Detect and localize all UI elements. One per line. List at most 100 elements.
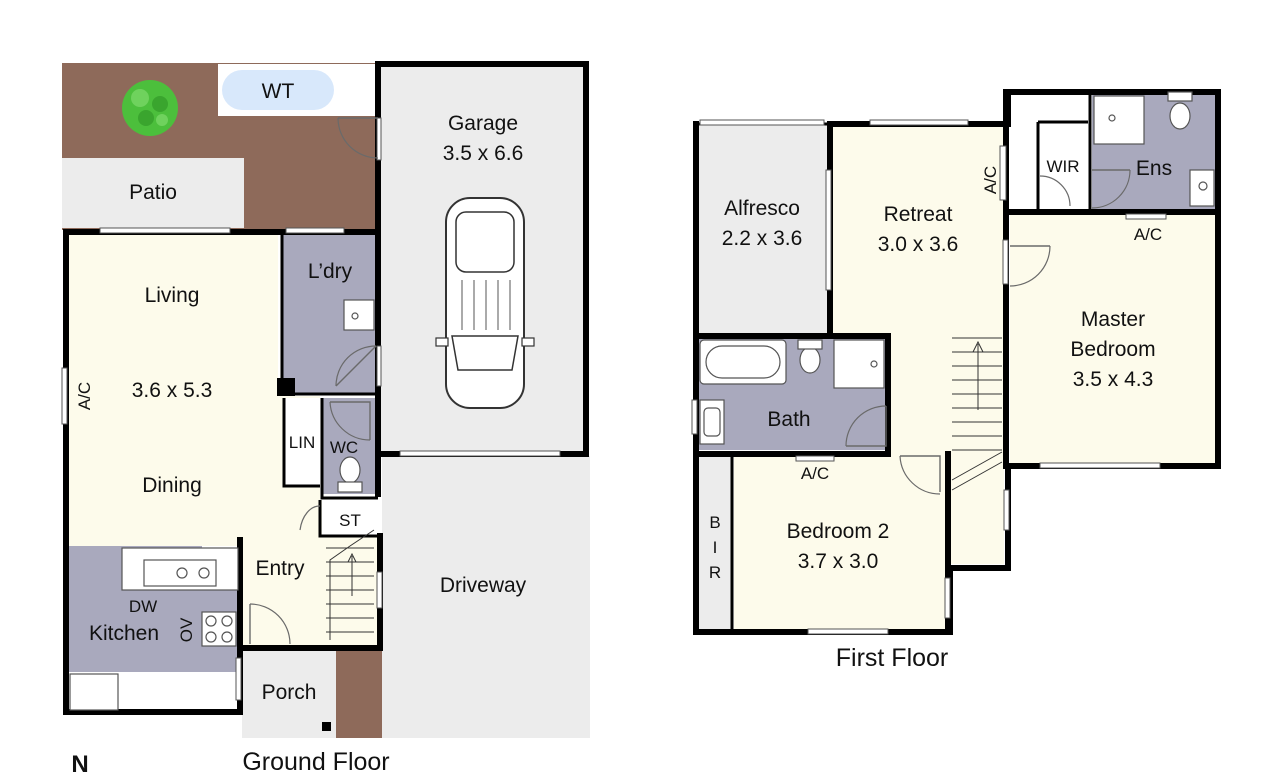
entry-label: Entry: [255, 557, 305, 580]
wc-walls: [320, 398, 378, 500]
first-floor: Alfresco 2.2 x 3.6 Retreat 3.0 x 3.6 A/C…: [691, 89, 1221, 672]
window: [699, 119, 825, 126]
toilet-icon: [1169, 102, 1191, 130]
wc-label: WC: [330, 438, 358, 457]
window: [285, 227, 345, 234]
alfresco-label: Alfresco: [724, 197, 800, 220]
garage-label: Garage: [448, 112, 518, 135]
master-ac-label: A/C: [1134, 225, 1162, 244]
ens-label: Ens: [1136, 157, 1172, 180]
stairs: [326, 529, 375, 640]
column: [277, 378, 295, 396]
window: [399, 450, 561, 457]
bed2-label: Bedroom 2: [787, 520, 890, 543]
ac-unit: [1125, 213, 1167, 220]
sink-bowl: [176, 567, 188, 579]
st-label: ST: [339, 511, 361, 530]
bir-label-b: B: [709, 513, 720, 532]
first-floor-title: First Floor: [836, 644, 949, 672]
st-area: [322, 500, 378, 536]
wir-label: WIR: [1046, 157, 1079, 176]
basin-icon: [703, 407, 721, 437]
master-label-1: Master: [1081, 308, 1145, 331]
door: [1091, 169, 1131, 209]
water-tank: [222, 70, 334, 110]
shower-drain: [1108, 114, 1116, 122]
door: [335, 345, 377, 387]
bed2-ac-label: A/C: [801, 464, 829, 483]
porch-area: [242, 648, 336, 738]
window: [807, 628, 889, 635]
retreat-label: Retreat: [884, 203, 953, 226]
living-label: Living: [145, 284, 200, 307]
door: [846, 406, 887, 447]
window: [235, 657, 242, 701]
tree-icon: [122, 80, 178, 136]
door: [329, 401, 371, 441]
fridge-space: [69, 673, 119, 711]
bathtub-basin: [705, 345, 781, 379]
ground-floor-title: Ground Floor: [242, 748, 389, 775]
laundry-label: L’dry: [308, 260, 353, 283]
retreat-size: 3.0 x 3.6: [878, 233, 959, 256]
alfresco-size: 2.2 x 3.6: [722, 227, 803, 250]
toilet-icon: [799, 346, 821, 374]
lin-area: [285, 398, 320, 486]
living-ac-label: A/C: [75, 382, 94, 410]
bed2-size: 3.7 x 3.0: [798, 550, 879, 573]
burner: [221, 615, 233, 627]
window: [1039, 462, 1161, 469]
door: [337, 117, 379, 159]
wir-wall: [1036, 120, 1088, 212]
bath-label: Bath: [767, 408, 810, 431]
sink-bowl: [198, 567, 210, 579]
wir-lobby: [1010, 94, 1090, 210]
soil-strip-porch: [336, 648, 382, 738]
stair-area: [946, 334, 1004, 564]
retreat-area: [832, 124, 1004, 334]
retreat-ac-label: A/C: [981, 166, 1000, 194]
master-size: 3.5 x 4.3: [1073, 368, 1154, 391]
window: [99, 227, 231, 234]
master-area: [1010, 214, 1216, 466]
ground-floor: WT Patio Garage 3.5 x 6.6 Living 3.6 x 5…: [61, 61, 590, 775]
patio-label: Patio: [129, 181, 177, 204]
driveway-label: Driveway: [440, 574, 527, 597]
door: [845, 405, 887, 447]
basin-tap: [1198, 181, 1208, 191]
window: [376, 571, 383, 609]
north-label: N: [71, 751, 88, 775]
window: [691, 399, 698, 435]
st-walls: [318, 500, 380, 538]
window: [376, 345, 382, 387]
dw-label: DW: [129, 597, 157, 616]
window: [1003, 489, 1010, 531]
toilet-cistern: [797, 339, 823, 350]
burner: [221, 631, 233, 643]
door: [249, 603, 291, 645]
door: [335, 345, 377, 387]
alfresco-area: [696, 124, 828, 334]
shower-drain: [870, 360, 878, 368]
window: [999, 145, 1007, 201]
door: [299, 505, 321, 531]
burner: [205, 615, 217, 627]
toilet-cistern: [1167, 91, 1193, 102]
laundry-tub-icon: [343, 299, 375, 331]
window: [869, 119, 969, 126]
lin-label: LIN: [289, 433, 315, 452]
garage-size: 3.5 x 6.6: [443, 142, 524, 165]
shower-icon: [1093, 95, 1145, 145]
bath-wall: [693, 333, 891, 457]
wt-label: WT: [262, 80, 295, 103]
toilet-cistern: [337, 481, 363, 493]
bir-area: [698, 456, 732, 630]
window: [61, 367, 68, 425]
driveway-area: [382, 456, 590, 738]
door: [900, 455, 941, 492]
lin-walls: [282, 398, 320, 488]
tub-drain: [351, 312, 359, 320]
window: [825, 169, 832, 291]
window: [944, 577, 951, 619]
master-label-2: Bedroom: [1070, 338, 1155, 361]
